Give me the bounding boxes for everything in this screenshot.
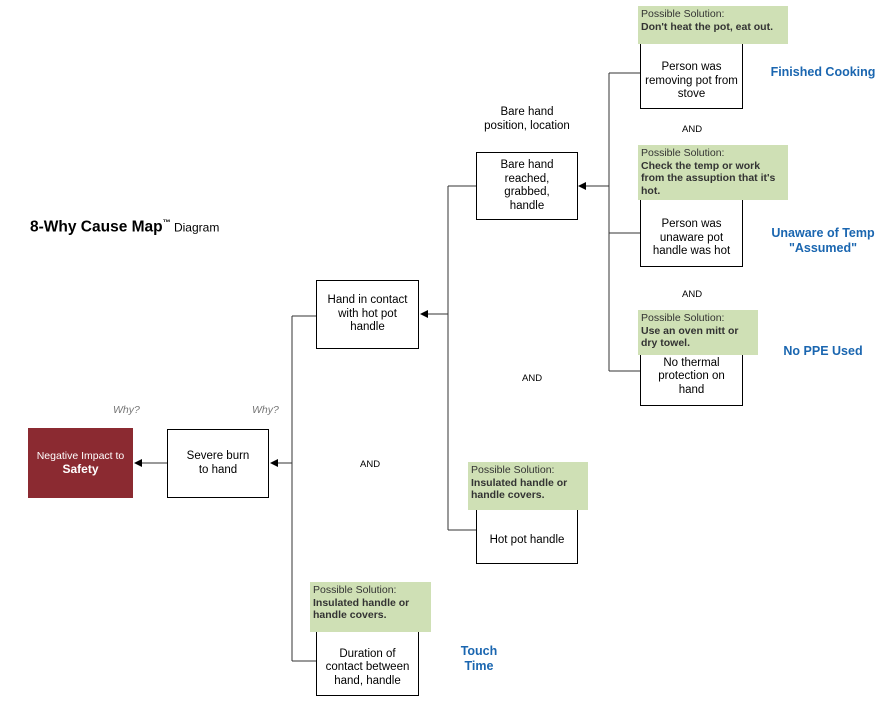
- and-label: AND: [360, 459, 381, 470]
- cause-hot-pot-handle[interactable]: Hot pot handle: [476, 507, 578, 564]
- solution-header: Possible Solution:: [471, 464, 555, 476]
- cause-label: No thermal protection on hand: [658, 356, 725, 396]
- annotation-touch-time: Touch Time: [460, 644, 498, 673]
- impact-box: Negative Impact to Safety: [28, 428, 133, 498]
- cause-label: Duration of contact between hand, handle: [325, 647, 410, 687]
- annotation-finished-cooking: Finished Cooking: [770, 65, 876, 79]
- cause-label: Person was unaware pot handle was hot: [652, 218, 731, 258]
- solution-box: Possible Solution: Use an oven mitt or d…: [638, 310, 758, 355]
- solution-text: Insulated handle or handle covers.: [471, 476, 568, 502]
- annotation-unaware-temp: Unaware of Temp "Assumed": [771, 226, 875, 255]
- solution-box: Possible Solution: Don't heat the pot, e…: [638, 6, 788, 44]
- diagram-title: 8-Why Cause Map™ Diagram: [30, 218, 219, 236]
- cause-bare-hand[interactable]: Bare hand reached, grabbed, handle: [476, 152, 578, 220]
- annotation-no-ppe: No PPE Used: [783, 344, 863, 358]
- why-label: Why?: [252, 404, 279, 416]
- solution-text: Insulated handle or handle covers.: [313, 596, 410, 622]
- trademark: ™: [162, 218, 171, 227]
- solution-header: Possible Solution:: [641, 8, 725, 20]
- cause-unaware[interactable]: Person was unaware pot handle was hot: [640, 198, 743, 267]
- cause-label: Severe burn to hand: [186, 450, 250, 476]
- and-label: AND: [682, 124, 703, 135]
- solution-header: Possible Solution:: [313, 584, 397, 596]
- cause-duration[interactable]: Duration of contact between hand, handle: [316, 628, 419, 696]
- why-label: Why?: [113, 404, 140, 416]
- impact-line2: Safety: [62, 462, 99, 476]
- solution-header: Possible Solution:: [641, 147, 725, 159]
- cause-label: Hot pot handle: [489, 533, 565, 546]
- solution-box: Possible Solution: Insulated handle or h…: [468, 462, 588, 510]
- cause-severe-burn[interactable]: Severe burn to hand: [167, 429, 269, 498]
- solution-text: Don't heat the pot, eat out.: [641, 20, 773, 33]
- solution-box: Possible Solution: Insulated handle or h…: [310, 582, 431, 632]
- solution-text: Check the temp or work from the assuptio…: [641, 159, 776, 197]
- solution-header: Possible Solution:: [641, 312, 725, 324]
- impact-line1: Negative Impact to: [36, 450, 125, 462]
- title-main: 8-Why Cause Map: [30, 218, 163, 236]
- solution-text: Use an oven mitt or dry towel.: [641, 324, 739, 350]
- cause-label: Person was removing pot from stove: [645, 61, 738, 101]
- cause-hand-contact[interactable]: Hand in contact with hot pot handle: [316, 280, 419, 349]
- solution-box: Possible Solution: Check the temp or wor…: [638, 145, 788, 200]
- title-sub: Diagram: [170, 220, 220, 235]
- cause-label: Hand in contact with hot pot handle: [327, 294, 408, 334]
- cause-label: Bare hand reached, grabbed, handle: [500, 159, 554, 212]
- and-label: AND: [522, 373, 543, 384]
- cause-removing-pot[interactable]: Person was removing pot from stove: [640, 42, 743, 109]
- bare-hand-caption: Bare hand position, location: [484, 106, 570, 132]
- and-label: AND: [682, 289, 703, 300]
